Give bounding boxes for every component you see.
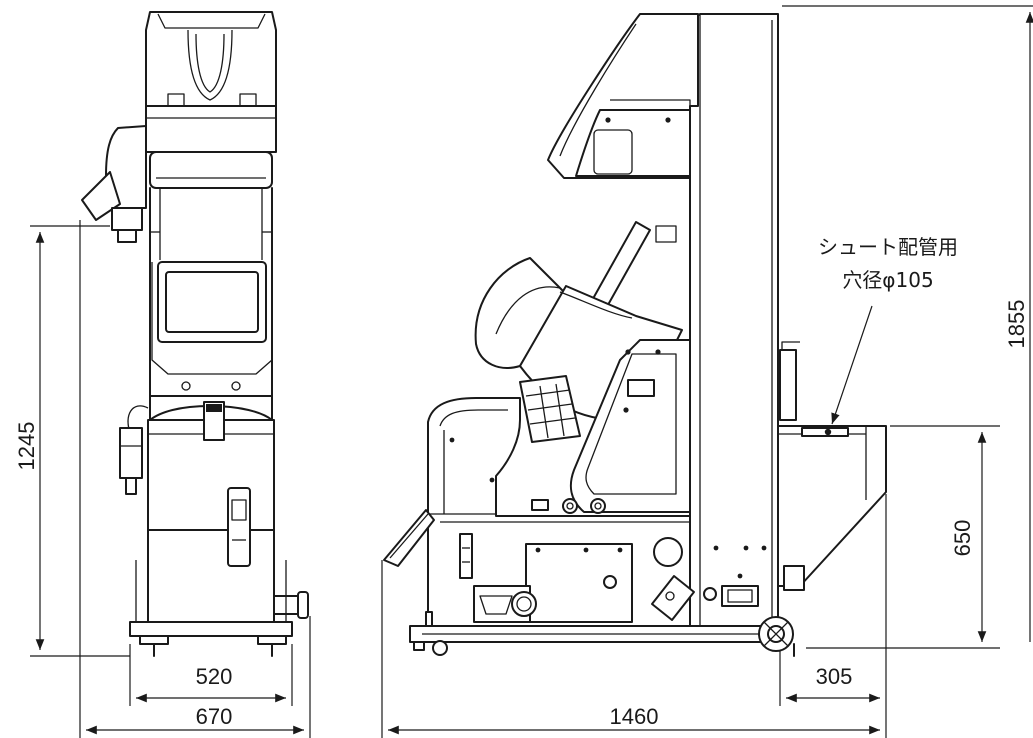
front-dimensions xyxy=(30,220,311,738)
annotation-line1: シュート配管用 xyxy=(818,235,958,259)
dim-1460-label: 1460 xyxy=(610,704,659,729)
dim-1245-label: 1245 xyxy=(14,422,39,471)
dim-650-label: 650 xyxy=(950,520,975,557)
annotation-line2: 穴径φ105 xyxy=(842,268,933,292)
front-view xyxy=(81,11,309,657)
dim-670-label: 670 xyxy=(196,704,233,729)
dim-1855-label: 1855 xyxy=(1004,300,1029,349)
dim-305-label: 305 xyxy=(816,664,853,689)
side-dimensions xyxy=(381,5,1033,738)
dim-520-label: 520 xyxy=(196,664,233,689)
side-view xyxy=(383,13,887,657)
